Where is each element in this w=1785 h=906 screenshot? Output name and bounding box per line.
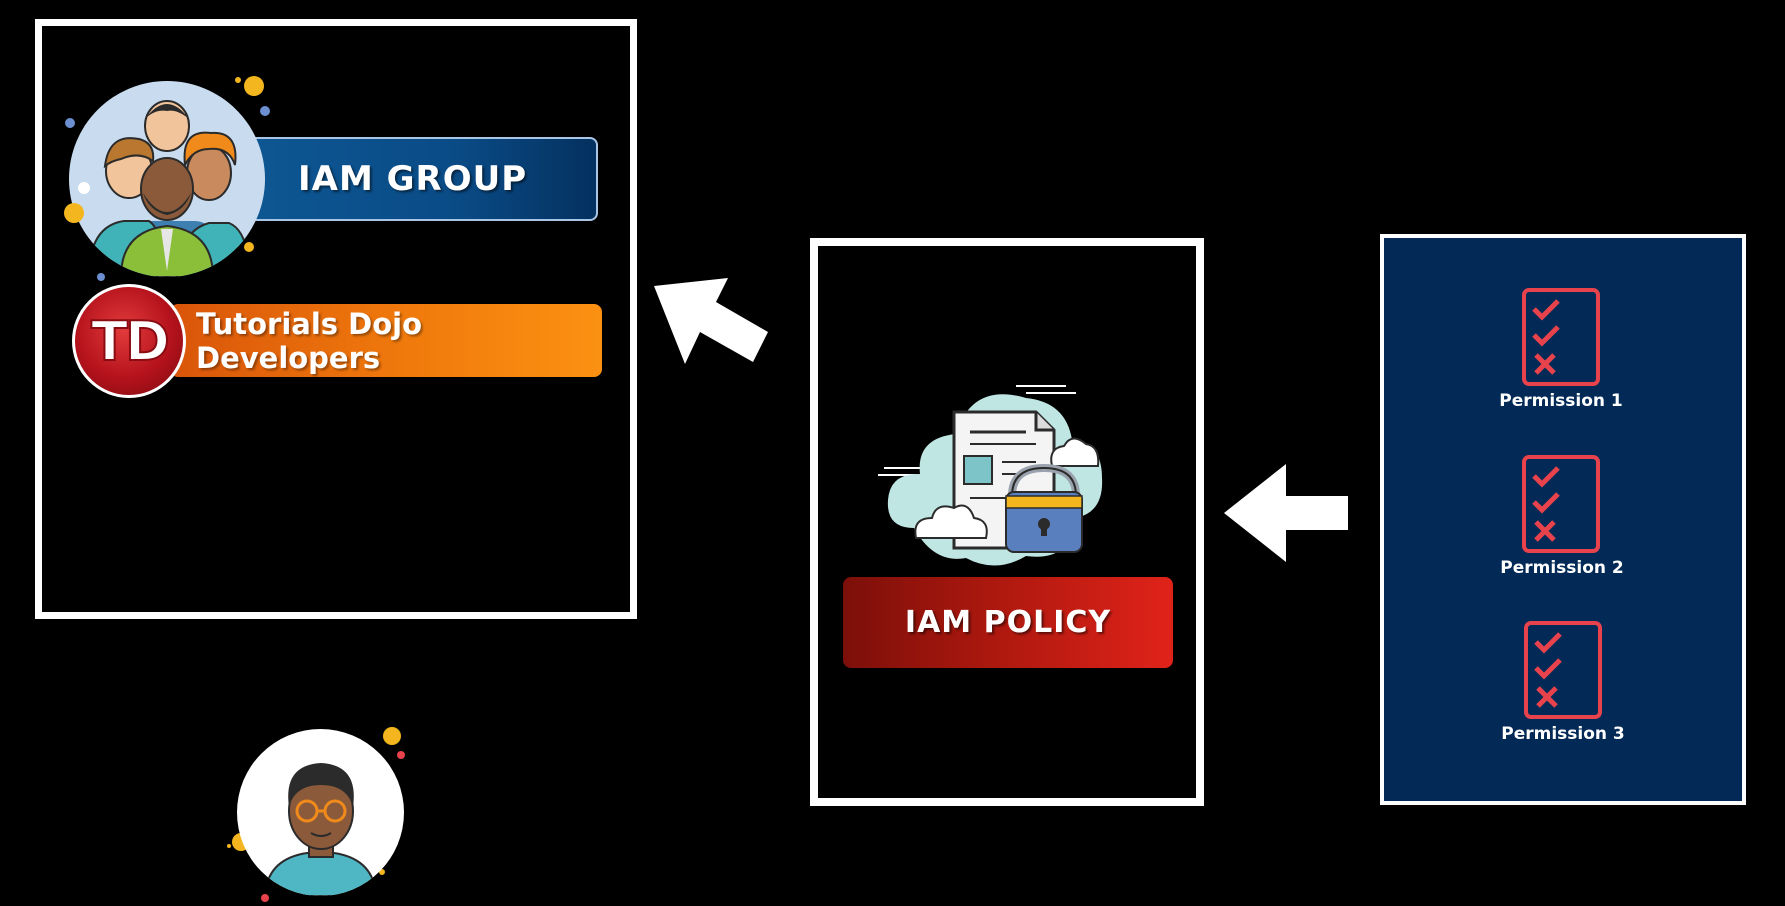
permission-2-label: Permission 2	[1500, 558, 1624, 578]
policy-document-lock-icon	[878, 385, 1103, 566]
td-logo-text: TD	[90, 309, 171, 374]
iam-group-frame	[35, 19, 637, 619]
tutorials-dojo-developers-banner: Tutorials Dojo Developers	[170, 304, 602, 377]
iam-policy-frame	[810, 238, 1204, 806]
group-avatar	[69, 81, 265, 277]
checklist-icon	[1524, 621, 1602, 719]
group-people-icon	[87, 100, 251, 277]
checklist-icon	[1522, 288, 1600, 386]
team-name-label: Tutorials Dojo Developers	[196, 306, 422, 375]
arrow-left-icon	[1224, 464, 1348, 562]
checklist-icon	[1522, 455, 1600, 553]
user-avatar	[237, 729, 404, 896]
permissions-panel	[1380, 234, 1746, 805]
iam-policy-label: IAM POLICY	[904, 605, 1112, 640]
permission-1-label: Permission 1	[1499, 391, 1623, 411]
tutorials-dojo-logo: TD	[72, 284, 186, 398]
iam-group-label: IAM GROUP	[298, 159, 528, 199]
iam-group-banner: IAM GROUP	[246, 137, 598, 221]
user-avatar-icon	[263, 763, 378, 896]
arrow-up-left-icon	[654, 278, 768, 364]
decor-dots-icon	[64, 76, 270, 281]
permission-3-label: Permission 3	[1501, 724, 1625, 744]
iam-policy-banner: IAM POLICY	[843, 577, 1173, 668]
